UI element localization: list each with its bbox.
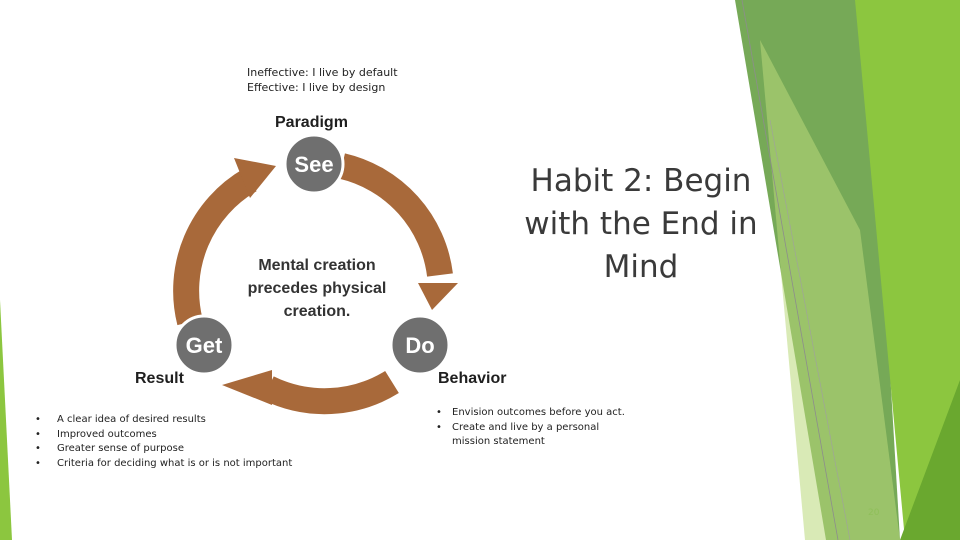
list-item-continuation: mission statement xyxy=(452,436,545,447)
center-line-1: Mental creation xyxy=(258,257,376,274)
cycle-center-text: Mental creation precedes physical creati… xyxy=(228,254,406,323)
node-get-label: Get xyxy=(186,333,223,358)
thin-line-1 xyxy=(741,0,839,540)
title-line-1: Habit 2: Begin xyxy=(530,163,752,199)
slide-title: Habit 2: Begin with the End in Mind xyxy=(510,160,772,289)
behavior-label: Behavior xyxy=(438,370,507,387)
green-left-sliver xyxy=(0,300,12,540)
results-list: A clear idea of desired results Improved… xyxy=(31,413,292,471)
title-line-2: with the End in xyxy=(524,206,758,242)
list-item: Create and live by a personal xyxy=(436,421,625,436)
cycle-arrow-do-to-get xyxy=(222,370,399,415)
page-number: 20 xyxy=(868,508,880,518)
node-do: Do xyxy=(389,314,451,376)
intro-line-effective: Effective: I live by design xyxy=(247,80,386,94)
node-do-label: Do xyxy=(405,333,434,358)
center-line-3: creation. xyxy=(283,303,351,320)
intro-text: Ineffective: I live by default Effective… xyxy=(247,66,398,95)
list-item: Envision outcomes before you act. xyxy=(436,406,625,421)
list-item: Criteria for deciding what is or is not … xyxy=(31,457,292,472)
node-get: Get xyxy=(173,314,235,376)
green-corner xyxy=(900,380,960,540)
node-see-label: See xyxy=(294,152,333,177)
paradigm-label: Paradigm xyxy=(275,114,348,131)
cycle-arrow-see-to-do xyxy=(338,153,458,310)
node-see: See xyxy=(283,133,345,195)
green-band-right xyxy=(855,0,960,540)
center-line-2: precedes physical xyxy=(247,280,387,297)
result-label: Result xyxy=(135,370,184,387)
list-item: A clear idea of desired results xyxy=(31,413,292,428)
list-item: Greater sense of purpose xyxy=(31,442,292,457)
green-band-light xyxy=(760,40,900,540)
intro-line-ineffective: Ineffective: I live by default xyxy=(247,66,398,79)
list-item: Improved outcomes xyxy=(31,428,292,443)
title-line-3: Mind xyxy=(603,249,679,285)
behaviors-list: Envision outcomes before you act. Create… xyxy=(436,406,625,450)
thin-line-2 xyxy=(769,119,851,540)
cycle-arrow-get-to-see xyxy=(173,158,276,326)
